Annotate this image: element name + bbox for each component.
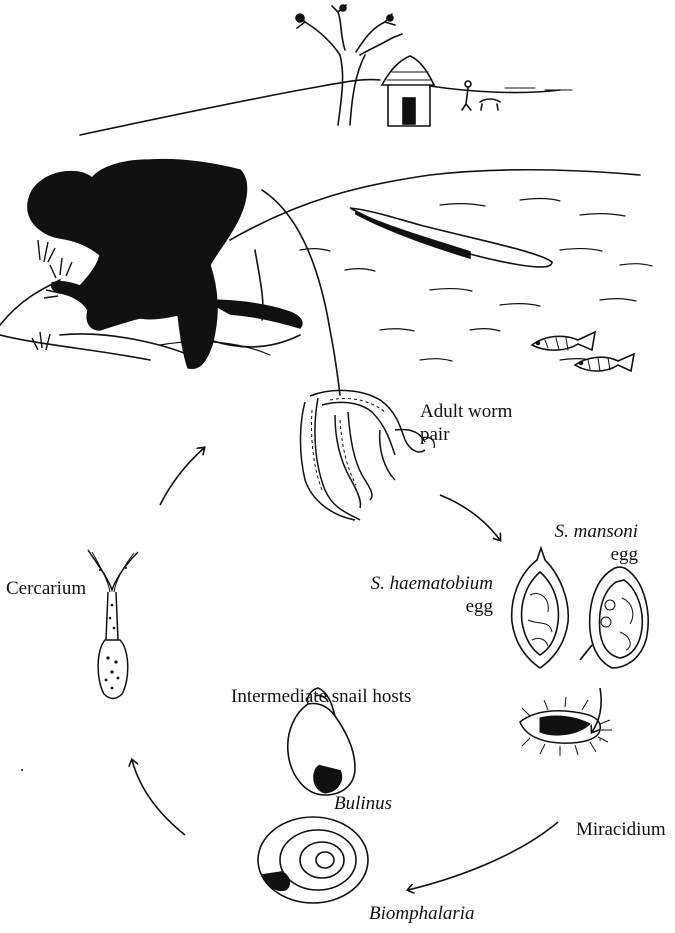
s-mansoni-egg-label: S. mansoni egg (555, 520, 638, 566)
canoe-icon (350, 208, 552, 267)
far-hill (80, 80, 380, 135)
s-mansoni-label-line2: egg (555, 543, 638, 566)
water-ripples (300, 199, 652, 361)
s-haematobium-egg-icon (512, 548, 569, 668)
s-mansoni-label-line1: S. mansoni (555, 520, 638, 543)
adult-worm-pair-label: Adult worm pair (420, 400, 512, 446)
s-haematobium-egg-label: S. haematobium egg (371, 572, 493, 618)
arrow-miracidium-to-snails (408, 822, 558, 890)
intermediate-snail-hosts-label: Intermediate snail hosts (231, 685, 411, 708)
arrow-cercarium-to-human (160, 448, 204, 505)
miracidium-icon (520, 697, 612, 756)
person-wading-icon (28, 160, 302, 369)
cercarium-icon (88, 550, 138, 699)
tree-icon (296, 5, 402, 125)
biomphalaria-label: Biomphalaria (369, 902, 475, 925)
cercarium-label: Cercarium (6, 577, 86, 600)
adult-worm-pair-icon (300, 390, 425, 520)
miracidium-label: Miracidium (576, 818, 666, 841)
adult-worm-pair-label-line2: pair (420, 423, 512, 446)
s-haematobium-label-line2: egg (371, 595, 493, 618)
distant-figure-icon (462, 81, 572, 110)
bulinus-label: Bulinus (334, 792, 392, 815)
s-mansoni-egg-icon (580, 567, 648, 668)
hut-icon (382, 56, 434, 126)
biomphalaria-snail-icon (258, 817, 368, 903)
fish-icon (532, 332, 595, 350)
inset-circle-edge (262, 190, 340, 395)
fish-icon-2 (575, 354, 634, 371)
cycle-arrows (132, 448, 601, 890)
far-hill-right (430, 86, 560, 93)
adult-worm-pair-label-line1: Adult worm (420, 400, 512, 423)
arrow-worms-to-eggs (440, 495, 500, 540)
arrow-snails-to-cercarium (132, 760, 185, 835)
s-haematobium-label-line1: S. haematobium (371, 572, 493, 595)
